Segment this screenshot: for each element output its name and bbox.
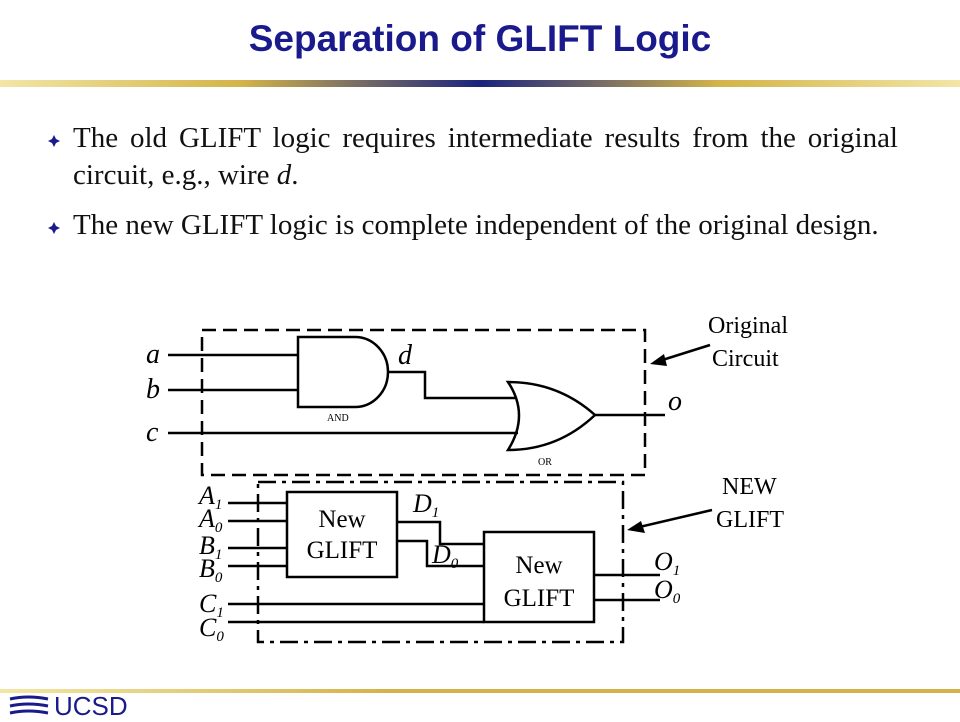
diamond-bullet-icon	[48, 222, 60, 234]
glift-callout-line2: GLIFT	[716, 507, 784, 533]
logo-text: UCSD	[54, 690, 128, 721]
glift-box-2	[482, 530, 596, 624]
label-a1: A1	[197, 481, 222, 513]
glift-box-1	[285, 490, 399, 579]
wire-d1	[397, 520, 484, 546]
glift-callout-line1: NEW	[722, 474, 777, 500]
wire-d	[388, 370, 515, 400]
label-b1: B1	[199, 531, 222, 563]
title-divider	[0, 80, 960, 87]
label-a0: A0	[197, 504, 223, 536]
wire-d0	[397, 539, 484, 568]
label-c1: C1	[199, 589, 224, 621]
label-b: b	[146, 374, 160, 405]
original-circuit-boundary	[200, 328, 647, 477]
original-arrowhead	[650, 354, 667, 366]
label-c0: C0	[199, 613, 224, 645]
diamond-bullet-icon	[48, 135, 60, 147]
glift-arrowhead	[627, 521, 645, 533]
label-o: o	[668, 386, 682, 417]
original-callout-line1: Original	[708, 313, 788, 339]
label-d: d	[398, 340, 413, 371]
glift-box-2-line1: New	[515, 552, 562, 579]
ucsd-logo: UCSD	[8, 691, 128, 721]
glift-box-1-line1: New	[318, 506, 365, 533]
footer-divider	[0, 689, 960, 693]
bullet-text-1-b: d	[276, 159, 292, 191]
bullet-text-1-a: The old GLIFT logic requires intermediat…	[73, 122, 898, 191]
trident-icon	[9, 695, 49, 715]
glift-boundary	[256, 480, 625, 644]
label-d1: D1	[412, 489, 439, 521]
glift-callout-arrow	[634, 508, 713, 530]
label-a: a	[146, 339, 160, 370]
slide-title: Separation of GLIFT Logic	[248, 18, 712, 59]
or-gate-label: OR	[538, 457, 552, 468]
and-gate	[296, 335, 390, 409]
circuit-diagram: a b c d o AND OR Original Circuit NEW GL…	[146, 313, 788, 645]
bullet-item-2: The new GLIFT logic is complete independ…	[48, 207, 898, 244]
bullet-text-1-c: .	[291, 159, 299, 191]
label-o1: O1	[654, 547, 680, 579]
label-o0: O0	[654, 575, 681, 607]
glift-box-2-line2: GLIFT	[504, 585, 575, 612]
original-callout-line2: Circuit	[712, 346, 779, 372]
label-d0: D0	[431, 540, 459, 572]
bullet-item-1: The old GLIFT logic requires intermediat…	[48, 120, 898, 194]
bullet-list: The old GLIFT logic requires intermediat…	[48, 120, 898, 257]
or-gate	[505, 380, 597, 452]
label-c: c	[146, 417, 159, 448]
and-gate-label: AND	[327, 413, 349, 424]
bullet-text-2: The new GLIFT logic is complete independ…	[73, 209, 879, 241]
glift-box-1-line2: GLIFT	[307, 537, 378, 564]
label-b0: B0	[199, 554, 223, 586]
